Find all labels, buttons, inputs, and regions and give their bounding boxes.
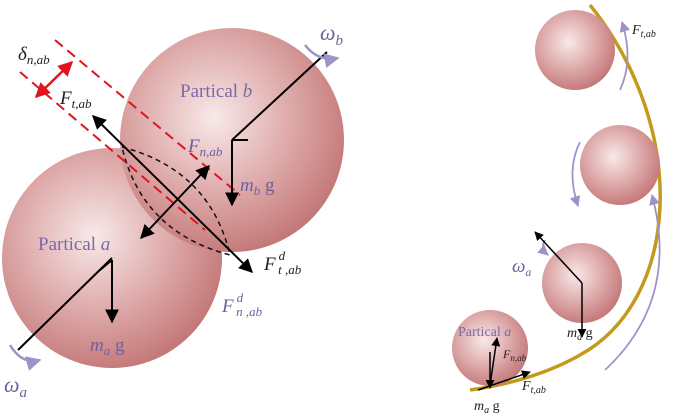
omega-a-rotation-arrow	[8, 344, 42, 371]
omega-b-radius	[231, 51, 328, 141]
particle-bottom-sphere	[452, 310, 528, 386]
rotation-arc-mid	[569, 141, 581, 208]
omega-b-label: ωb	[320, 20, 344, 49]
gravity-a-stub	[99, 259, 113, 271]
right-gravity-mid-label: ma g	[567, 326, 593, 343]
omega-b-rotation-arrow	[304, 44, 340, 68]
normal-force-label: Fn,ab	[187, 136, 223, 159]
right-gravity-bottom-label: ma g	[474, 399, 500, 416]
right-particle-label: Partical a	[458, 325, 511, 340]
overlap-depth-arrow	[34, 60, 74, 99]
particle-b-label: Partical b	[180, 81, 252, 102]
particle-a-label: Partical a	[38, 234, 110, 255]
right-tangential-force-label: Ft,ab	[521, 379, 546, 396]
right-wall-diagram: Ft,ab ωa ma g Partical a Fn,ab Ft,ab ma …	[452, 3, 662, 416]
normal-force-vector-right	[489, 337, 501, 386]
right-normal-force-label: Fn,ab	[502, 347, 527, 363]
omega-a-radius	[17, 257, 113, 351]
right-omega-label: ωa	[512, 256, 531, 279]
right-tangential-top-label: Ft,ab	[631, 23, 656, 40]
particle-upper-mid-sphere	[580, 125, 660, 205]
curved-wall	[469, 3, 662, 392]
delta-label: δn,ab	[18, 44, 50, 67]
motion-arc-long	[604, 193, 661, 371]
tangential-force-label: Ft,ab	[59, 88, 92, 111]
omega-a-label: ωa	[4, 372, 27, 401]
particle-top-sphere	[535, 10, 615, 90]
motion-arc-top	[619, 20, 631, 91]
gravity-b-label: mb g	[240, 175, 275, 198]
normal-force-line	[140, 164, 210, 240]
left-contact-diagram: Partical b Partical a ωb ωa δn,ab Ft,ab …	[2, 20, 344, 401]
omega-vector-right	[534, 231, 583, 284]
gravity-a-label: ma g	[90, 335, 125, 358]
